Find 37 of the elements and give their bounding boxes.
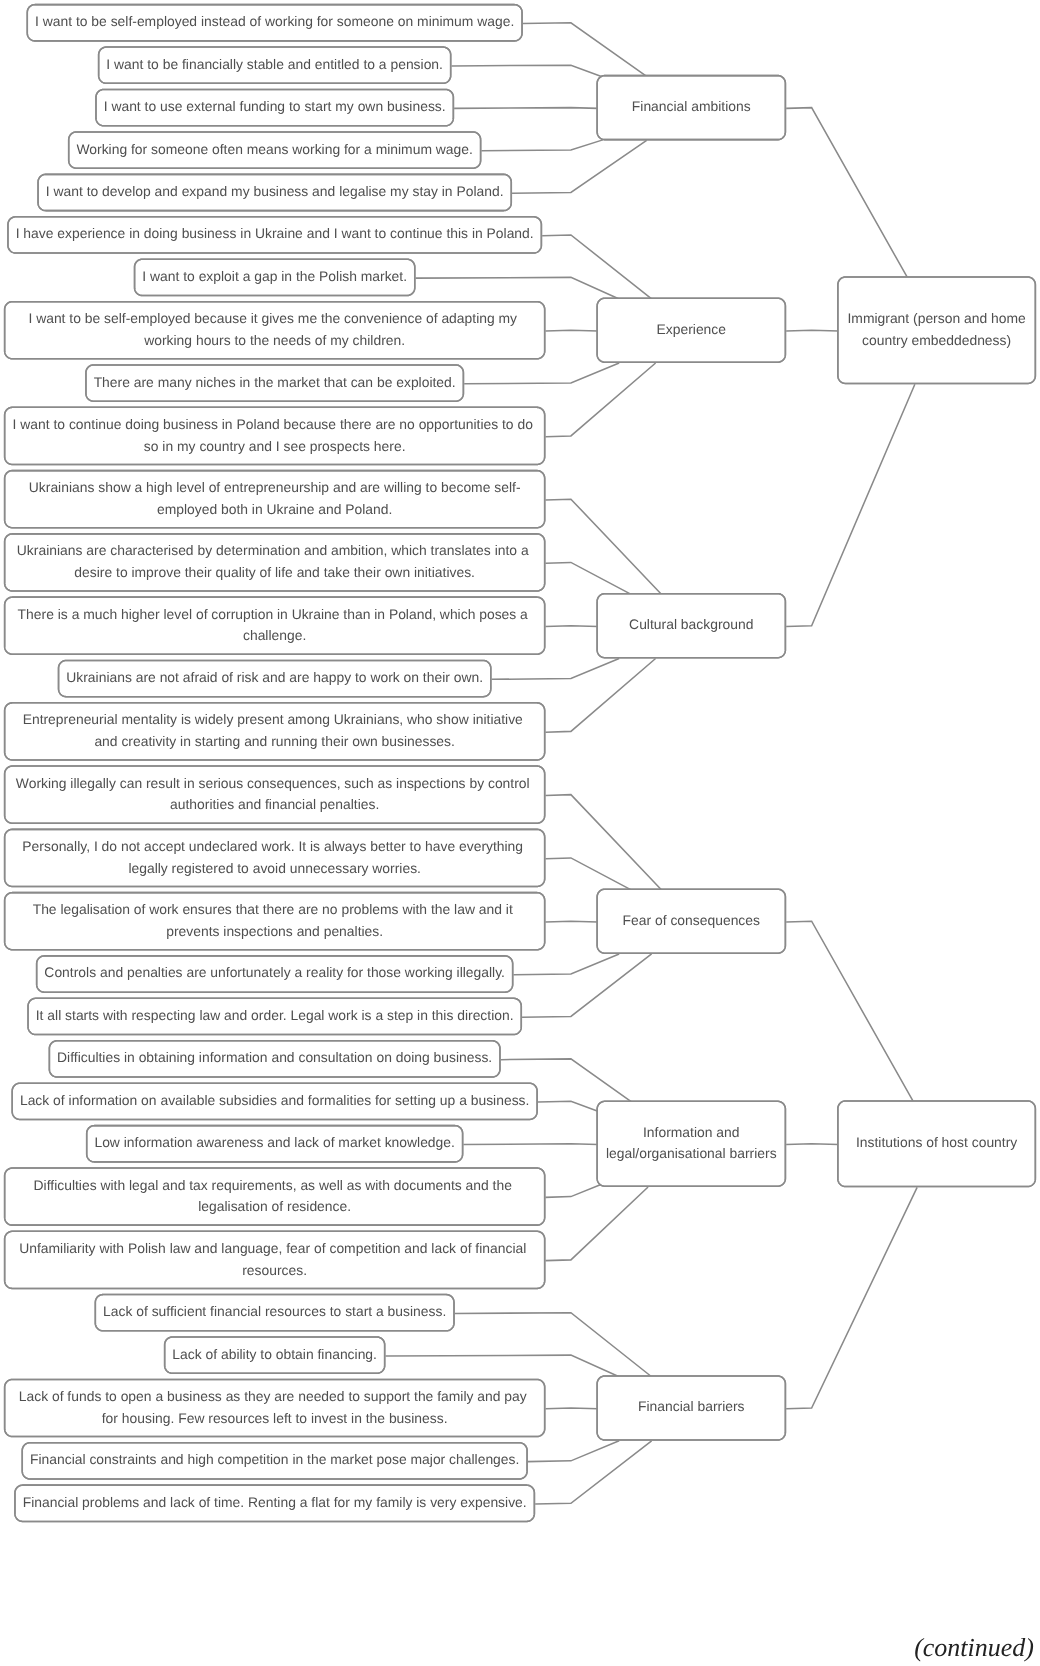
connector (490, 657, 620, 681)
connector (527, 1440, 620, 1463)
connector (785, 1143, 840, 1146)
connector (544, 1184, 602, 1199)
connector (499, 1058, 633, 1103)
connector (544, 793, 663, 891)
connector (522, 22, 648, 78)
connector (541, 234, 653, 300)
connector (544, 1186, 649, 1262)
connector (785, 106, 909, 279)
connector (544, 857, 632, 891)
connector (462, 1143, 599, 1146)
note-text: (continued) (914, 1632, 1034, 1664)
connector (537, 1100, 599, 1113)
connector (544, 362, 657, 438)
connector (544, 561, 632, 596)
connector (544, 1407, 599, 1410)
connector (534, 1440, 653, 1505)
connector (512, 953, 620, 976)
connector (785, 1186, 918, 1410)
connector (414, 276, 620, 300)
connector (544, 657, 657, 733)
connector (544, 920, 599, 923)
connector (544, 498, 663, 596)
connector (521, 953, 653, 1018)
connector (544, 624, 599, 628)
connector (454, 1311, 653, 1378)
connector (511, 139, 648, 195)
connector (544, 329, 599, 332)
connector (450, 64, 604, 78)
connector (785, 329, 840, 332)
connector (463, 362, 620, 385)
connector (480, 139, 604, 152)
connector (785, 920, 915, 1103)
connector (453, 106, 599, 110)
connector (785, 383, 916, 628)
connector (384, 1354, 620, 1378)
